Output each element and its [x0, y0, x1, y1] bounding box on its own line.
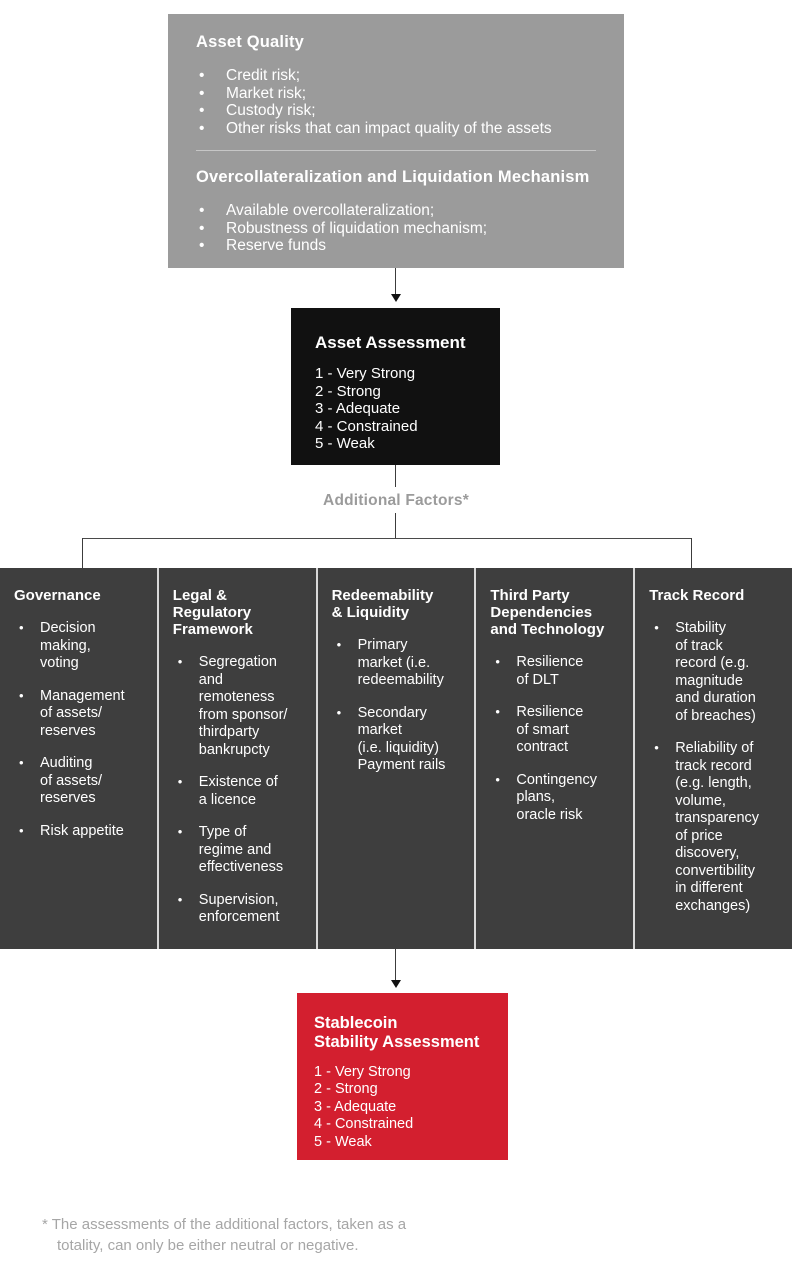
list-item: Resilience of smart contract — [490, 703, 625, 757]
list-item-text: Supervision, enforcement — [198, 891, 280, 926]
list-item-text: Reliability of track record (e.g. length… — [675, 740, 760, 914]
scale-line: 1 - Very Strong — [315, 365, 416, 382]
list-item-text: Stability of track record (e.g. magnitud… — [675, 620, 756, 724]
list-item-text: Management of assets/ reserves — [40, 687, 125, 739]
stablecoin-stability-assessment-box: Stablecoin Stability Assessment 1 - Very… — [297, 993, 508, 1160]
list-item-text: Auditing of assets/ reserves — [40, 755, 103, 806]
list-item: Type of regime and effectiveness — [173, 823, 308, 877]
asset-assessment-box: Asset Assessment 1 - Very Strong 2 - Str… — [291, 308, 500, 465]
list-item: Management of assets/ reserves — [14, 687, 149, 741]
list-item: Segregation and remoteness from sponsor/… — [173, 653, 308, 759]
list-item-text: Available overcollateralization; — [226, 202, 435, 219]
scale-line: 1 - Very Strong — [314, 1064, 411, 1080]
list-item: Custody risk; — [196, 102, 596, 120]
section-divider — [196, 150, 596, 151]
list-item-text: Reserve funds — [226, 237, 326, 254]
list-item-text: Secondary market (i.e. liquidity) Paymen… — [357, 704, 446, 774]
scale-line: 4 - Constrained — [314, 1116, 414, 1133]
footnote-line: totality, can only be either neutral or … — [57, 1237, 359, 1254]
list-item: Risk appetite — [14, 822, 149, 841]
asset-quality-title: Asset Quality — [196, 33, 305, 51]
list-item-text: Resilience of DLT — [516, 654, 584, 688]
connector-line — [395, 465, 396, 487]
column-list: Primary market (i.e. redeemability Secon… — [332, 636, 467, 775]
connector-line — [395, 268, 396, 295]
connector-line — [691, 538, 692, 568]
connector-line — [82, 538, 83, 568]
column-track-record: Track Record Stability of track record (… — [635, 568, 792, 949]
scale-line: 5 - Weak — [315, 435, 375, 453]
list-item-text: Primary market (i.e. redeemability — [357, 637, 444, 688]
scale-line: 4 - Constrained — [315, 417, 418, 435]
list-item: Other risks that can impact quality of t… — [196, 120, 596, 138]
additional-factors-columns: Governance Decision making, voting Manag… — [0, 568, 792, 949]
scale-line: 3 - Adequate — [314, 1098, 397, 1115]
column-title: Third Party Dependencies and Technology — [490, 587, 605, 638]
list-item: Market risk; — [196, 85, 596, 103]
footnote: * The assessments of the additional fact… — [42, 1214, 512, 1256]
list-item: Primary market (i.e. redeemability — [332, 636, 467, 690]
branch-line — [82, 538, 692, 539]
list-item: Robustness of liquidation mechanism; — [196, 220, 596, 238]
list-item-text: Market risk; — [226, 84, 307, 102]
stability-assessment-title: Stablecoin Stability Assessment — [314, 1014, 498, 1052]
title-line: Stability Assessment — [314, 1033, 480, 1051]
asset-quality-box: Asset Quality Credit risk; Market risk; … — [168, 14, 624, 268]
list-item: Available overcollateralization; — [196, 202, 596, 220]
list-item-text: Decision making, voting — [40, 620, 96, 671]
arrow-down-icon — [391, 294, 401, 302]
list-item-text: Robustness of liquidation mechanism; — [226, 219, 488, 237]
overcollateralization-title: Overcollateralization and Liquidation Me… — [196, 168, 590, 186]
column-list: Decision making, voting Management of as… — [14, 619, 149, 841]
column-title: Legal & Regulatory Framework — [172, 587, 253, 638]
scale-line: 2 - Strong — [315, 382, 381, 400]
scale-line: 3 - Adequate — [315, 400, 401, 418]
list-item-text: Segregation and remoteness from sponsor/… — [198, 654, 288, 758]
list-item: Decision making, voting — [14, 619, 149, 673]
column-list: Resilience of DLT Resilience of smart co… — [490, 653, 625, 825]
list-item: Existence of a licence — [173, 773, 308, 809]
column-third-party-technology: Third Party Dependencies and Technology … — [476, 568, 636, 949]
list-item: Credit risk; — [196, 67, 596, 85]
list-item: Resilience of DLT — [490, 653, 625, 689]
column-title: Track Record — [649, 587, 745, 604]
column-governance: Governance Decision making, voting Manag… — [0, 568, 159, 949]
list-item: Auditing of assets/ reserves — [14, 754, 149, 808]
scale-line: 2 - Strong — [314, 1081, 378, 1098]
list-item-text: Resilience of smart contract — [516, 704, 584, 755]
asset-quality-list: Credit risk; Market risk; Custody risk; … — [196, 67, 596, 137]
column-redeemability-liquidity: Redeemability & Liquidity Primary market… — [318, 568, 477, 949]
overcollateralization-list: Available overcollateralization; Robustn… — [196, 202, 596, 255]
connector-line — [395, 513, 396, 538]
column-list: Stability of track record (e.g. magnitud… — [649, 619, 784, 915]
list-item-text: Type of regime and effectiveness — [198, 824, 284, 875]
list-item-text: Credit risk; — [226, 67, 301, 84]
scale-line: 5 - Weak — [314, 1133, 372, 1150]
column-title: Governance — [14, 587, 101, 604]
column-title: Redeemability & Liquidity — [331, 587, 434, 621]
list-item: Contingency plans, oracle risk — [490, 771, 625, 825]
list-item-text: Contingency plans, oracle risk — [516, 771, 597, 823]
connector-line — [395, 949, 396, 981]
column-list: Segregation and remoteness from sponsor/… — [173, 653, 308, 927]
list-item: Stability of track record (e.g. magnitud… — [649, 619, 784, 725]
list-item: Reliability of track record (e.g. length… — [649, 739, 784, 915]
arrow-down-icon — [391, 980, 401, 988]
additional-factors-label: Additional Factors* — [323, 492, 469, 509]
list-item: Reserve funds — [196, 237, 596, 255]
title-line: Stablecoin — [314, 1014, 398, 1032]
list-item-text: Existence of a licence — [198, 774, 278, 808]
list-item: Secondary market (i.e. liquidity) Paymen… — [332, 704, 467, 775]
list-item-text: Risk appetite — [40, 822, 124, 839]
footnote-line: * The assessments of the additional fact… — [42, 1216, 407, 1233]
asset-assessment-title: Asset Assessment — [315, 333, 466, 352]
column-legal-regulatory: Legal & Regulatory Framework Segregation… — [159, 568, 318, 949]
list-item-text: Custody risk; — [226, 102, 316, 119]
list-item: Supervision, enforcement — [173, 891, 308, 927]
list-item-text: Other risks that can impact quality of t… — [226, 119, 552, 137]
